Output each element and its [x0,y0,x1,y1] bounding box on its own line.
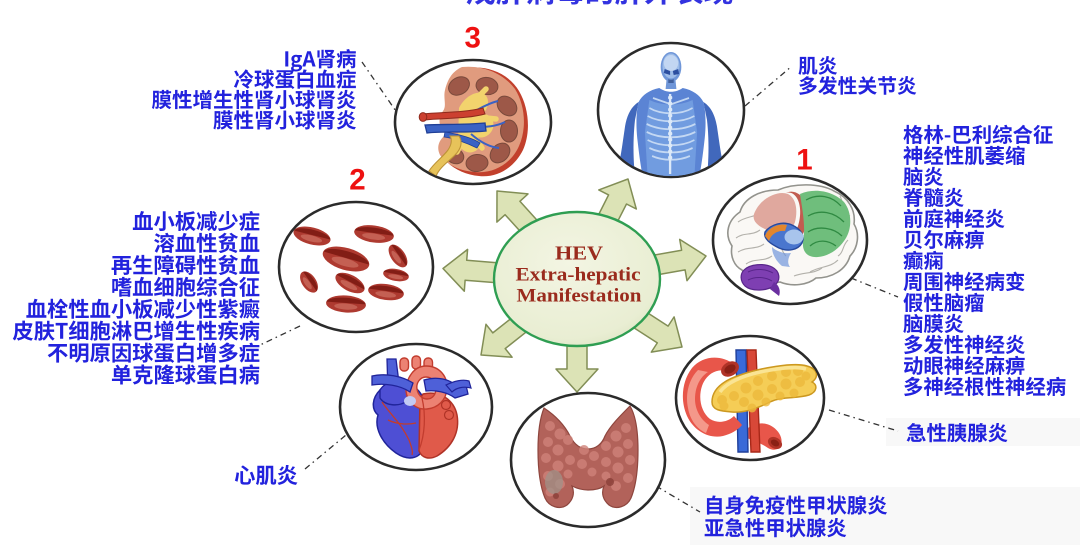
svg-text:1: 1 [796,143,812,176]
svg-text:Extra-hepatic: Extra-hepatic [516,264,641,285]
svg-text:Manifestation: Manifestation [517,286,642,307]
svg-text:2: 2 [349,163,365,196]
svg-text:3: 3 [464,21,480,54]
svg-text:HEV: HEV [555,242,604,264]
